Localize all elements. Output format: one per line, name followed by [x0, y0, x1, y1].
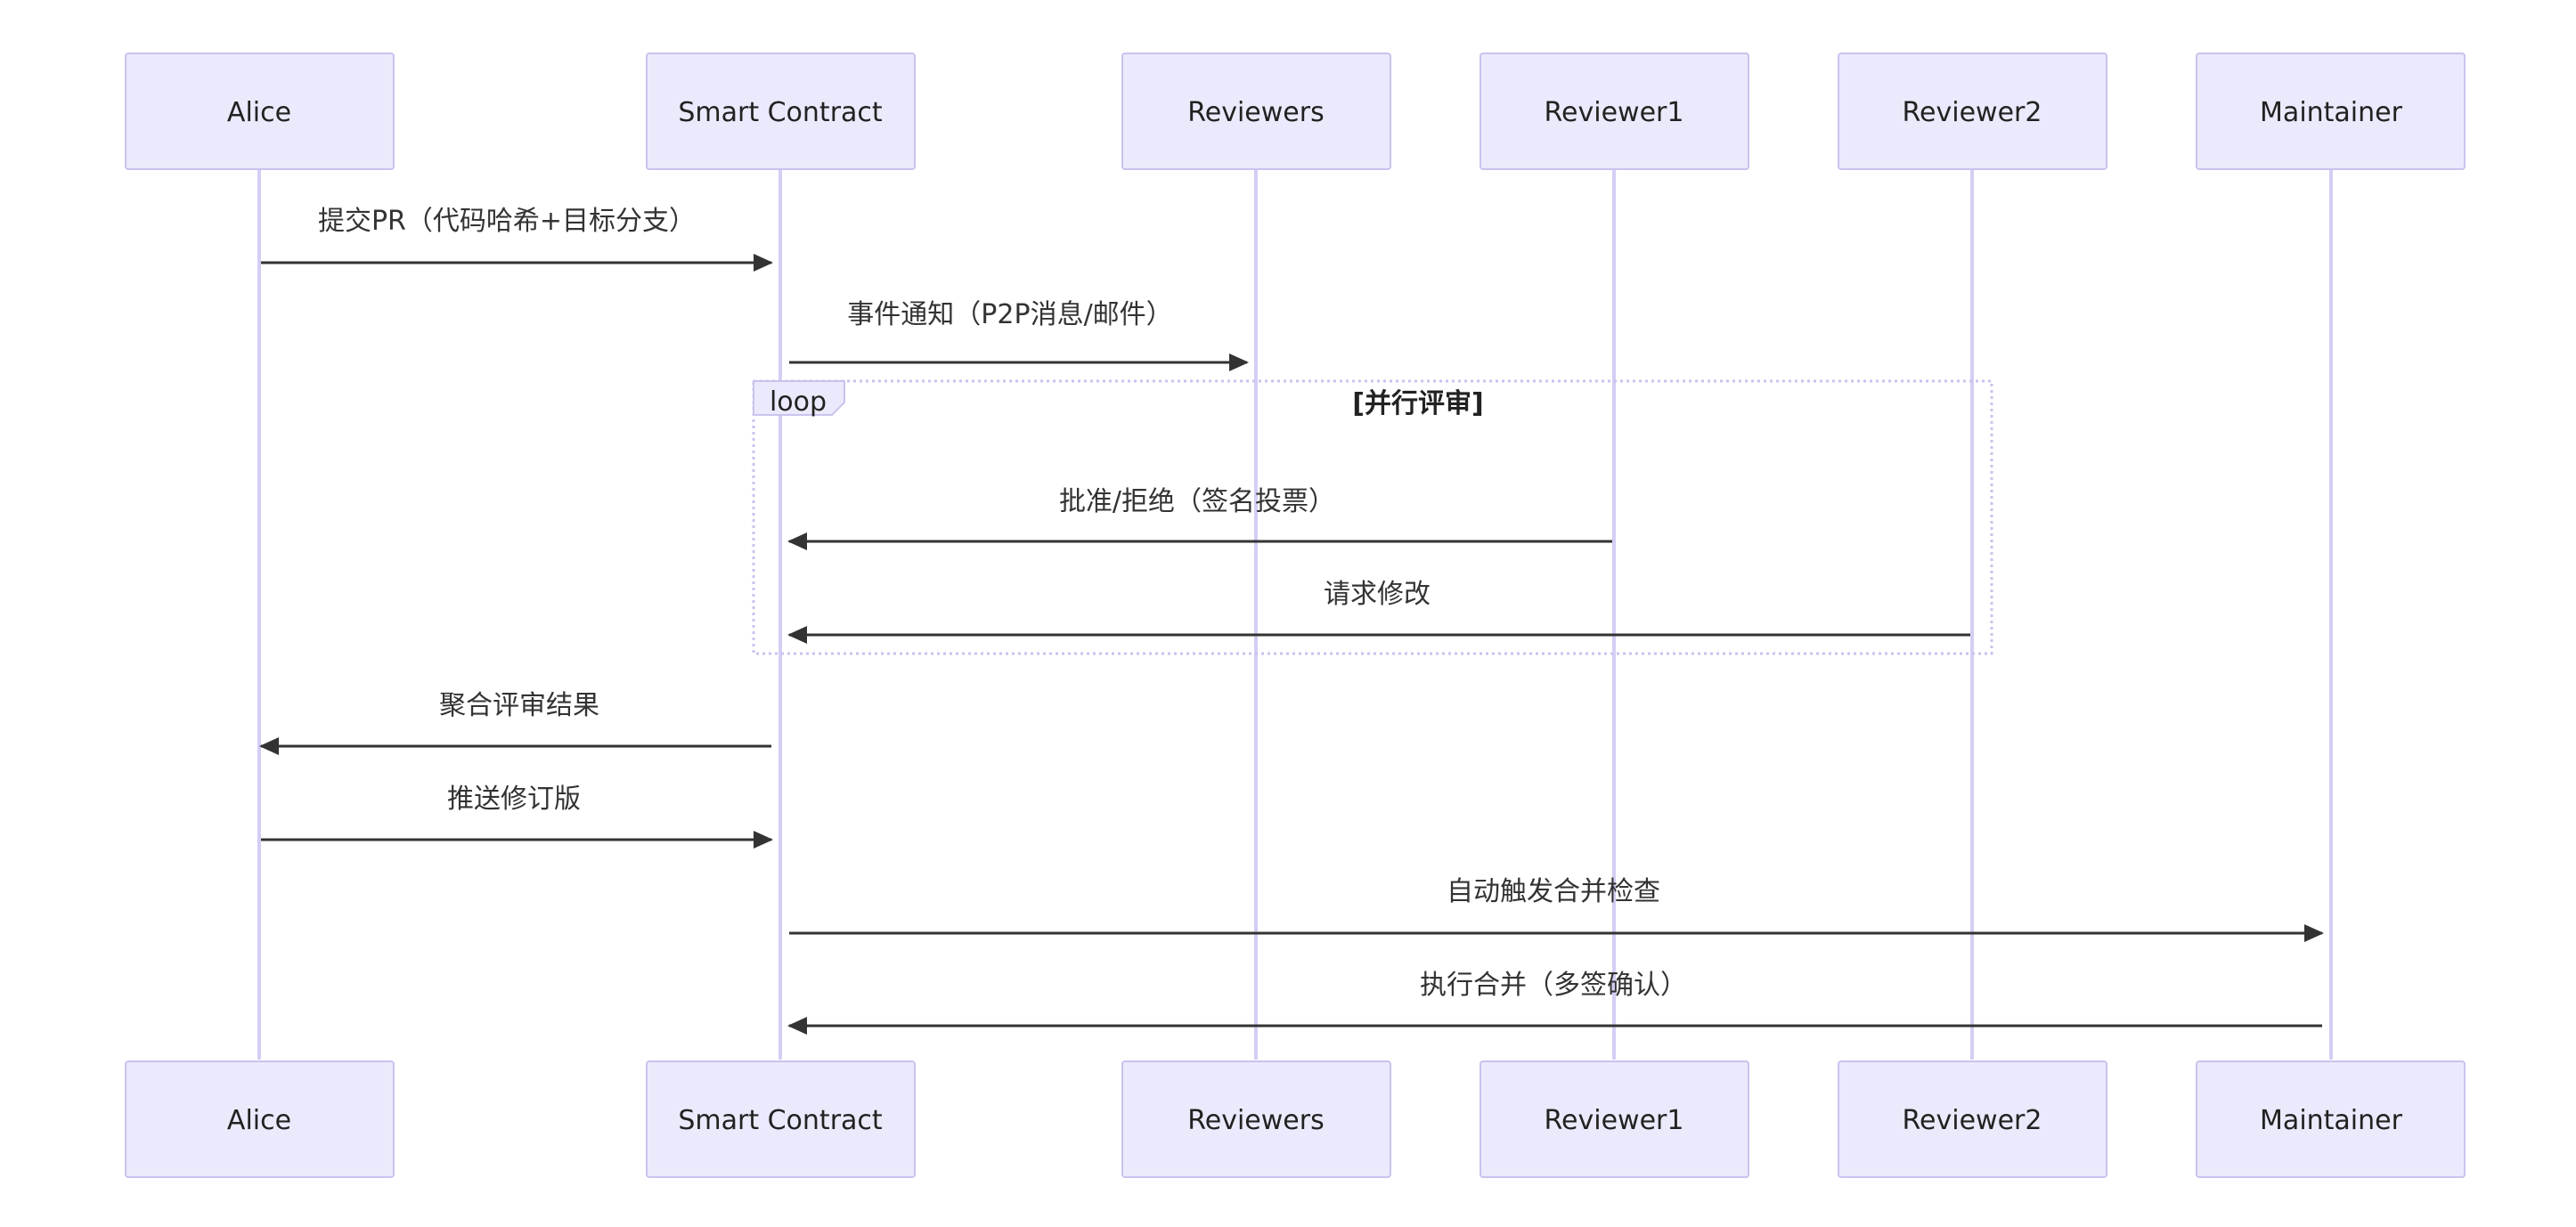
actor-bottom-reviewers: Reviewers [1121, 1060, 1391, 1178]
actor-top-maintainer: Maintainer [2196, 53, 2466, 170]
message-6: 推送修订版 [261, 784, 773, 849]
message-label: 聚合评审结果 [439, 690, 599, 721]
actor-top-alice: Alice [125, 53, 395, 170]
actor-label: Reviewer1 [1545, 97, 1684, 128]
loop-condition: [并行评审] [1352, 388, 1483, 419]
message-4: 请求修改 [787, 579, 1970, 644]
loop-label: loop [770, 386, 827, 418]
message-label: 执行合并（多签确认） [1420, 970, 1687, 1001]
actor-label: Smart Contract [678, 1105, 883, 1136]
actor-bottom-alice: Alice [125, 1060, 395, 1178]
actor-label: Reviewers [1187, 1105, 1324, 1136]
actor-bottom-reviewer2: Reviewer2 [1838, 1060, 2107, 1178]
actor-label: Alice [227, 1105, 291, 1136]
actor-label: Reviewer2 [1903, 1105, 2042, 1136]
actor-label: Maintainer [2260, 1105, 2403, 1136]
actor-label: Smart Contract [678, 97, 883, 128]
message-8: 执行合并（多签确认） [787, 970, 2322, 1035]
actor-label: Reviewer2 [1903, 97, 2042, 128]
message-5: 聚合评审结果 [259, 690, 771, 755]
message-label: 自动触发合并检查 [1447, 876, 1660, 907]
message-label: 推送修订版 [447, 784, 581, 815]
message-1: 提交PR（代码哈希+目标分支） [261, 206, 773, 272]
actor-label: Reviewer1 [1545, 1105, 1684, 1136]
message-label: 提交PR（代码哈希+目标分支） [318, 206, 696, 237]
actor-label: Maintainer [2260, 97, 2403, 128]
message-label: 批准/拒绝（签名投票） [1059, 486, 1335, 517]
loop-frame: loop [并行评审] [752, 379, 1993, 655]
actor-top-smart-contract: Smart Contract [646, 53, 916, 170]
message-label: 事件通知（P2P消息/邮件） [847, 299, 1172, 330]
actor-label: Alice [227, 97, 291, 128]
actor-top-reviewers: Reviewers [1121, 53, 1391, 170]
message-3: 批准/拒绝（签名投票） [787, 486, 1612, 550]
actor-top-reviewer1: Reviewer1 [1480, 53, 1749, 170]
actor-bottom-reviewer1: Reviewer1 [1480, 1060, 1749, 1178]
actor-bottom-maintainer: Maintainer [2196, 1060, 2466, 1178]
message-2: 事件通知（P2P消息/邮件） [789, 299, 1249, 371]
actor-top-reviewer2: Reviewer2 [1838, 53, 2107, 170]
actor-bottom-smart-contract: Smart Contract [646, 1060, 916, 1178]
message-label: 请求修改 [1324, 579, 1431, 610]
message-7: 自动触发合并检查 [789, 876, 2324, 942]
actor-label: Reviewers [1187, 97, 1324, 128]
